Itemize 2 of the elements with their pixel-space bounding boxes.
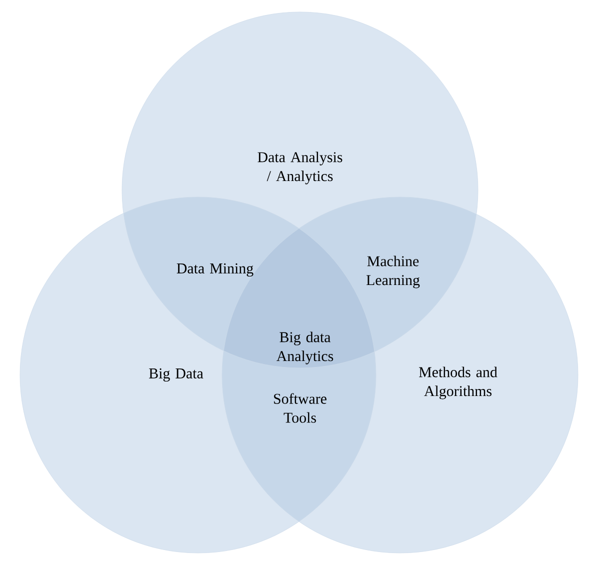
region-label: Software Tools (274, 393, 326, 423)
region-label: Big data Analytics (276, 332, 334, 364)
